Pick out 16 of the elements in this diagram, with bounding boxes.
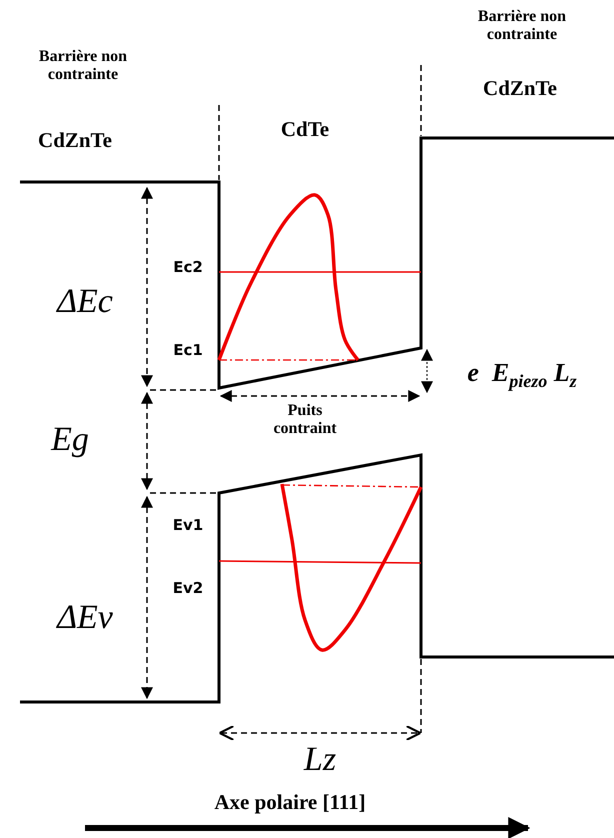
level-label: Ev2 [172, 580, 204, 598]
axis-label: Axe polaire [111] [213, 790, 367, 814]
region-label: Puits contraint [272, 402, 338, 439]
region-label: Barrière non contrainte [38, 48, 128, 85]
dimension-label: Lz [302, 740, 338, 780]
level-label: Ec1 [172, 342, 204, 360]
region-label: Barrière non contrainte [476, 8, 568, 45]
material-label: CdZnTe [37, 128, 113, 152]
energy-gap-label: ΔEv [55, 598, 114, 638]
energy-gap-label: ΔEc [55, 282, 114, 322]
level-label: Ec2 [172, 259, 204, 276]
material-label: CdTe [280, 117, 330, 142]
material-label: CdZnTe [482, 76, 558, 100]
level-label: Ev1 [172, 517, 204, 534]
potential-drop-label: e E$_{piezo}$ L$_{z}$ [466, 358, 578, 392]
energy-gap-label: Eg [50, 420, 90, 460]
